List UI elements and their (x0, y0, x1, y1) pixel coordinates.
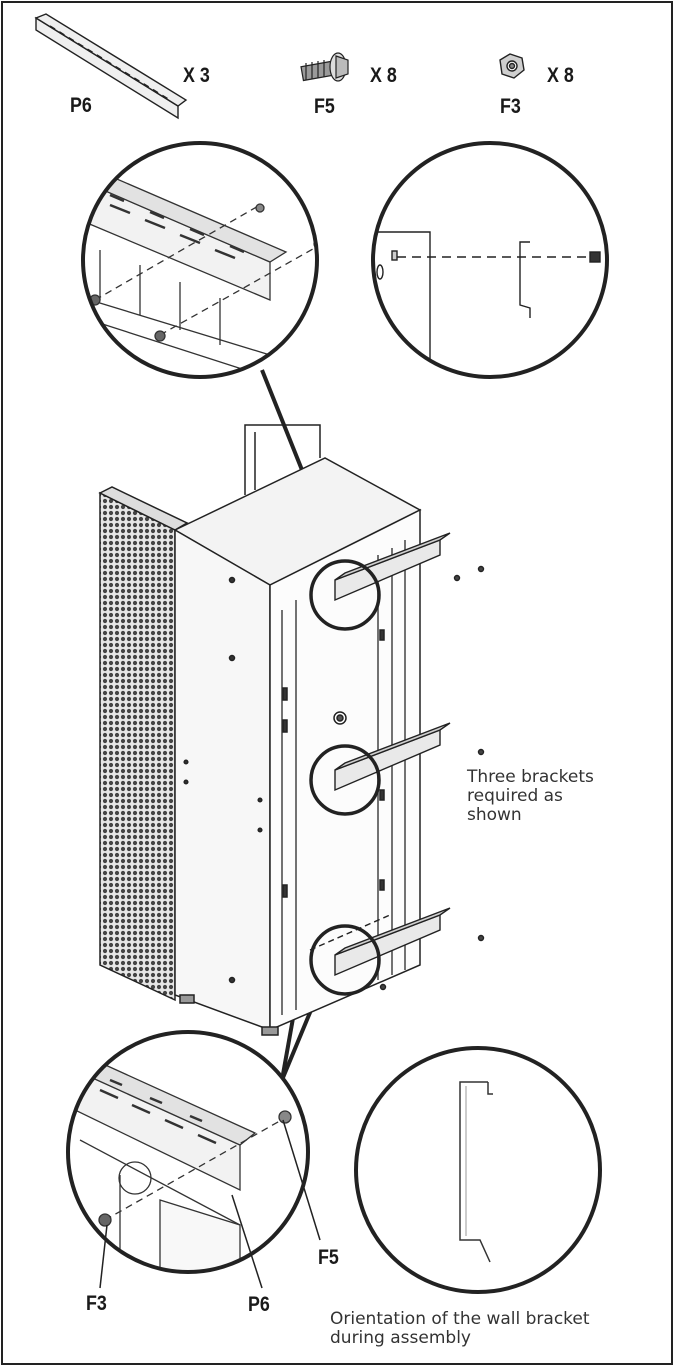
part-label-p6: P6 (70, 94, 92, 117)
brackets-note: Three brackets required as shown (467, 767, 594, 825)
callout-f5: F5 (318, 1246, 339, 1269)
detail-circle-bracket-top (81, 141, 319, 379)
part-qty-f5: X 8 (370, 64, 397, 87)
callout-rings (309, 559, 381, 996)
part-label-f3: F3 (500, 95, 521, 118)
part-label-f5: F5 (314, 95, 335, 118)
detail-circle-orientation (354, 1046, 602, 1294)
callout-f3: F3 (86, 1292, 107, 1315)
detail-circle-bracket-bottom (66, 1030, 321, 1289)
detail-circle-side-view (371, 141, 609, 379)
nut-icon (499, 53, 525, 79)
callout-p6: P6 (248, 1293, 270, 1316)
part-qty-f3: X 8 (547, 64, 574, 87)
wall-bracket-icon (34, 13, 188, 120)
orientation-note: Orientation of the wall bracket during a… (330, 1309, 590, 1348)
part-qty-p6: X 3 (183, 64, 210, 87)
bolt-icon (300, 52, 349, 82)
